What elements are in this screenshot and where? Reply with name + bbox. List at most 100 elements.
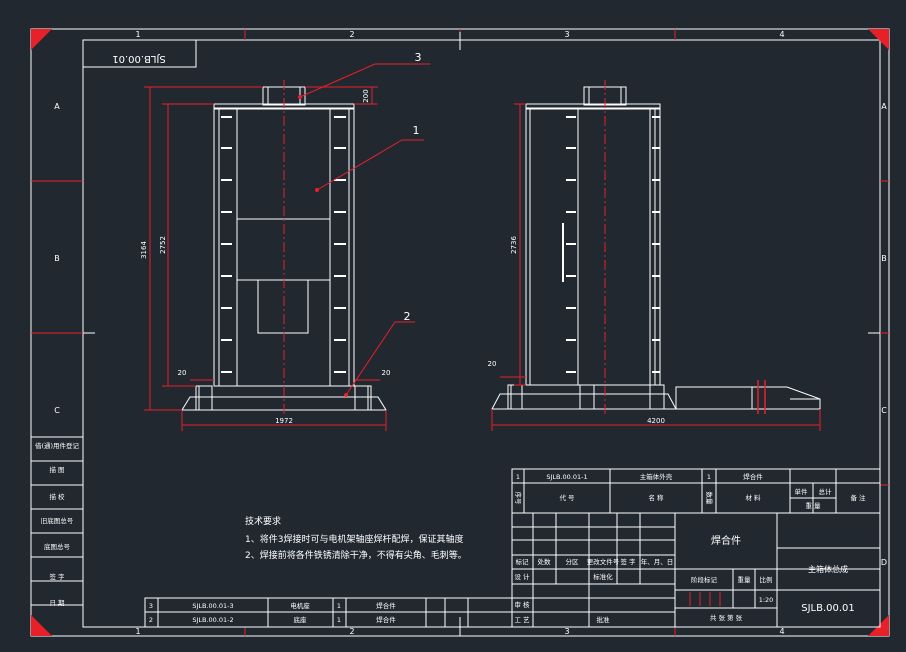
- side-view-ribs: [566, 116, 660, 373]
- bom-header-unit-weight: 单件: [795, 487, 809, 496]
- title-drawing-code: SJLB.00.01: [801, 603, 855, 614]
- bom-row-2-no: 2: [149, 616, 153, 624]
- zone-col-3-top: 3: [564, 30, 569, 39]
- bom-row-2-qty: 1: [337, 616, 341, 624]
- callout-part-2: 2: [404, 310, 411, 323]
- side-column: [31, 436, 83, 606]
- title-material: 焊合件: [711, 534, 741, 547]
- bom-header-no: 序号: [514, 492, 523, 506]
- notes-title: 技术要求: [245, 515, 281, 527]
- bom-row-3-qty: 1: [337, 602, 341, 610]
- bom-row-2-code: SJLB.00.01-2: [192, 616, 233, 624]
- bom-top-code: SJLB.00.01-1: [546, 473, 587, 481]
- bom-top-qty: 1: [707, 473, 711, 481]
- title-weight-label: 重量: [738, 576, 752, 584]
- bom-lower-rows: 3 SJLB.00.01-3 电机座 1 焊合件 2 SJLB.00.01-2 …: [149, 601, 396, 624]
- side-label-register: 借(通)用件登记: [35, 441, 80, 450]
- side-label-trace: 描 图: [49, 465, 64, 474]
- zone-row-c-right: C: [881, 406, 887, 415]
- role-process: 工 艺: [514, 616, 530, 624]
- callout-part-3: 3: [415, 51, 422, 64]
- notes-line-2: 2、焊接前将各件铁锈清除干净，不得有尖角、毛刺等。: [245, 549, 467, 561]
- title-scale-value: 1:20: [759, 596, 774, 604]
- callout-numbers: 3 1 2: [404, 51, 422, 323]
- zone-labels: 1 2 3 4 1 2 3 4 A B C A B C D: [54, 30, 887, 636]
- dim-side-foot: 20: [488, 360, 497, 368]
- sign-header-date: 年、月、日: [641, 557, 674, 566]
- sign-header-mark: 标记: [516, 557, 530, 566]
- zone-col-4-bottom: 4: [779, 627, 784, 636]
- bom-top-name: 主箱体外壳: [640, 472, 673, 481]
- bom-top-remark: 焊合件: [743, 472, 763, 481]
- role-review: 审 核: [514, 600, 530, 609]
- bom-top-no: 1: [516, 473, 520, 481]
- bom-header-remark: 备 注: [850, 493, 866, 502]
- zone-row-a-right: A: [881, 102, 887, 111]
- zone-col-1-bottom: 1: [135, 627, 140, 636]
- title-sheets: 共 张 第 张: [710, 613, 743, 622]
- frame-corner-marks: [31, 29, 889, 636]
- leader-dots: [298, 95, 348, 397]
- zone-row-b-left: B: [54, 254, 60, 263]
- bom-header-total-weight: 总计: [819, 487, 833, 496]
- bom-header-material: 材 料: [745, 493, 761, 502]
- zone-row-d-right: D: [881, 558, 887, 567]
- title-block-grid: [511, 468, 881, 628]
- bom-row-3-code: SJLB.00.01-3: [192, 602, 233, 610]
- zone-col-3-bottom: 3: [564, 627, 569, 636]
- bom-row-3-no: 3: [149, 602, 153, 610]
- side-label-old-number: 旧底图总号: [41, 516, 74, 525]
- side-label-trace-check: 描 校: [49, 492, 65, 501]
- bom-header-weight: 重 量: [805, 502, 821, 510]
- dim-top-flange: 200: [362, 89, 370, 102]
- dim-total-length: 4200: [647, 417, 665, 425]
- zone-col-2-bottom: 2: [349, 627, 354, 636]
- bom-row-2-name: 底座: [294, 615, 308, 624]
- zone-row-c-left: C: [54, 406, 60, 415]
- role-approve: 批准: [597, 615, 611, 624]
- zone-col-1-top: 1: [135, 30, 140, 39]
- bom-header-name: 名 称: [648, 493, 664, 502]
- code-stamp-text: SJLB.00.01: [112, 53, 166, 64]
- notes-line-1: 1、将件3焊接时可与电机架轴座焊杆配焊，保证其轴度: [245, 533, 463, 545]
- zone-row-a-left: A: [54, 102, 60, 111]
- dim-right-foot: 20: [382, 369, 391, 377]
- technical-notes: 技术要求 1、将件3焊接时可与电机架轴座焊杆配焊，保证其轴度 2、焊接前将各件铁…: [245, 515, 467, 561]
- title-block-red-ticks: [689, 592, 721, 606]
- bom-header-qty: 数量: [705, 492, 714, 506]
- title-block-text: 1 SJLB.00.01-1 主箱体外壳 1 焊合件 序号 代 号 名 称 数量…: [514, 472, 866, 624]
- code-stamp: SJLB.00.01: [82, 39, 197, 68]
- bom-row-2-remark: 焊合件: [376, 615, 396, 624]
- front-view-ribs: [221, 116, 346, 373]
- title-drawing-name: 主箱体总成: [808, 564, 848, 574]
- dimension-lines: [144, 63, 821, 431]
- bom-row-3-name: 电机座: [290, 601, 310, 610]
- dim-base-width: 1972: [275, 417, 293, 425]
- dim-frame-height: 2752: [159, 236, 167, 254]
- dimension-values: 3164 2752 200 1972 4200 2736 20 20 20: [140, 89, 665, 425]
- role-standard: 标准化: [593, 572, 613, 581]
- zone-col-4-top: 4: [779, 30, 784, 39]
- side-break-marks: [757, 380, 766, 414]
- sign-header-signature: 签 字: [620, 557, 636, 566]
- side-label-date: 日 期: [49, 599, 65, 607]
- sign-header-count: 处数: [538, 557, 552, 566]
- sign-header-zone: 分区: [566, 557, 580, 566]
- dim-left-foot: 20: [178, 369, 187, 377]
- zone-col-2-top: 2: [349, 30, 354, 39]
- role-design: 设 计: [514, 572, 530, 581]
- side-label-signature: 签 字: [49, 572, 65, 581]
- title-scale-label: 比例: [760, 575, 773, 584]
- dim-total-height: 3164: [140, 241, 148, 259]
- bom-row-3-remark: 焊合件: [376, 601, 396, 610]
- side-column-labels: 借(通)用件登记 描 图 描 校 旧底图总号 底图总号 签 字 日 期: [35, 441, 80, 607]
- zone-row-b-right: B: [881, 254, 887, 263]
- title-stage-mark: 阶段标记: [691, 575, 718, 584]
- callout-part-1: 1: [413, 124, 420, 137]
- dim-side-height: 2736: [510, 236, 518, 254]
- bom-header-code: 代 号: [559, 493, 575, 502]
- side-label-base-number: 底图总号: [44, 542, 71, 551]
- sign-header-change: 更改文件号: [587, 557, 620, 566]
